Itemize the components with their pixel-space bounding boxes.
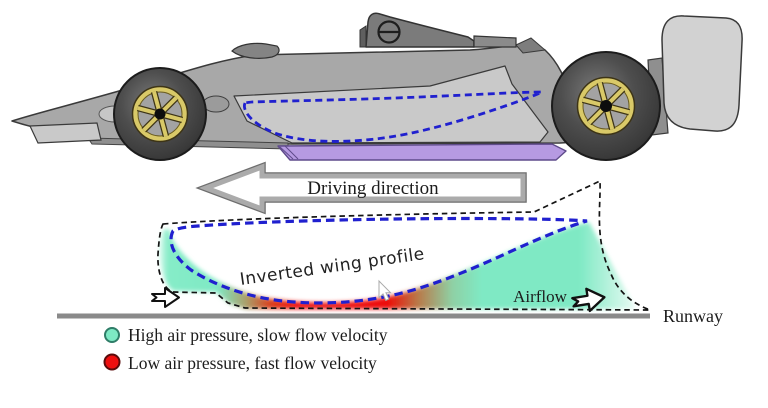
engine-cover (515, 37, 547, 54)
sidepod-panel (233, 65, 549, 144)
front-wing (29, 122, 102, 144)
wing-profile-label: Inverted wing profile (239, 244, 426, 290)
rear-wing (661, 15, 743, 132)
legend-item: Low air pressure, fast flow velocity (103, 353, 377, 373)
side-mirror (231, 42, 280, 59)
race-car-illustration (11, 12, 743, 161)
high-pressure-label: High air pressure, slow flow velocity (128, 325, 388, 345)
driving-direction-label: Driving direction (307, 178, 439, 199)
front-wheel (113, 67, 207, 161)
sidepod-wing-outline (243, 90, 543, 143)
low-pressure-dot (103, 353, 121, 371)
roll-hoop (359, 12, 517, 48)
mouse-cursor-icon (378, 279, 392, 302)
high-pressure-dot (104, 327, 120, 343)
runway-label: Runway (663, 306, 723, 326)
driving-direction-arrow: Driving direction (195, 161, 527, 215)
legend-item: High air pressure, slow flow velocity (104, 325, 388, 345)
airflow-out-arrow (571, 287, 606, 313)
low-pressure-label: Low air pressure, fast flow velocity (128, 353, 377, 373)
underbody-skirt (277, 143, 567, 161)
airflow-in-arrow (151, 287, 180, 308)
rear-wheel (551, 51, 661, 161)
headrest (473, 35, 517, 48)
suspension-pod (202, 95, 230, 113)
airflow-label: Airflow (513, 287, 568, 306)
pressure-gradient (159, 222, 637, 309)
legend: High air pressure, slow flow velocity Lo… (103, 325, 388, 373)
